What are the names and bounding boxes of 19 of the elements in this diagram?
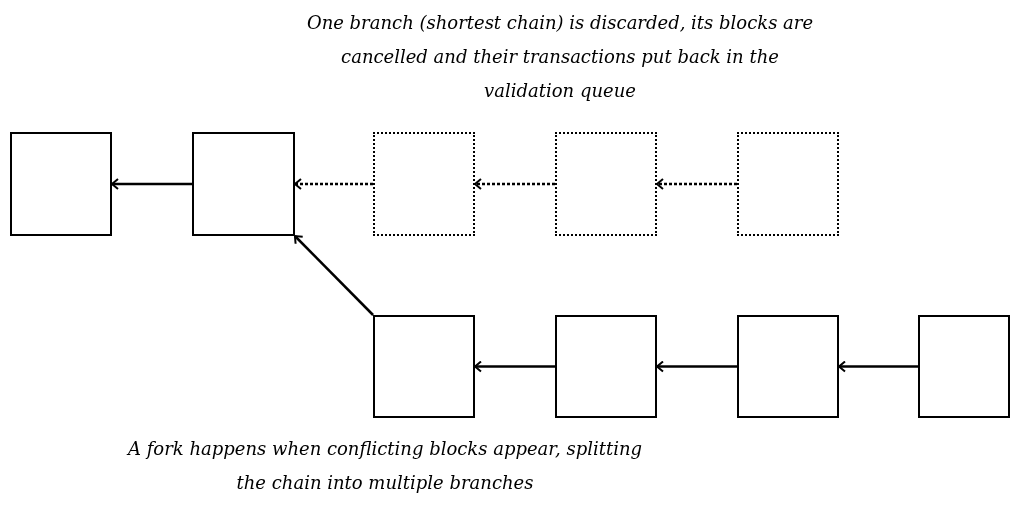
note-text: One branch (shortest chain) is discarded, its blocks are cancelled and their transactions put back in the validation queue: [305, 11, 815, 103]
block-box: [918, 315, 1010, 418]
block-box: [555, 315, 657, 418]
arrow: [474, 178, 555, 190]
block-box: [737, 132, 839, 236]
block-box: [737, 315, 839, 418]
note-text: A fork happens when conflicting blocks appear, splitting the chain into multiple branches: [125, 437, 644, 495]
block-box: [373, 132, 475, 236]
arrow: [656, 360, 737, 373]
arrow: [111, 178, 192, 190]
block-box: [10, 132, 112, 236]
block-box: [555, 132, 657, 236]
block-box: [192, 132, 295, 236]
arrow: [656, 178, 737, 190]
arrow: [838, 360, 918, 373]
arrow: [293, 235, 374, 316]
block-box: [373, 315, 475, 418]
arrow: [294, 178, 373, 190]
arrow: [474, 360, 555, 373]
